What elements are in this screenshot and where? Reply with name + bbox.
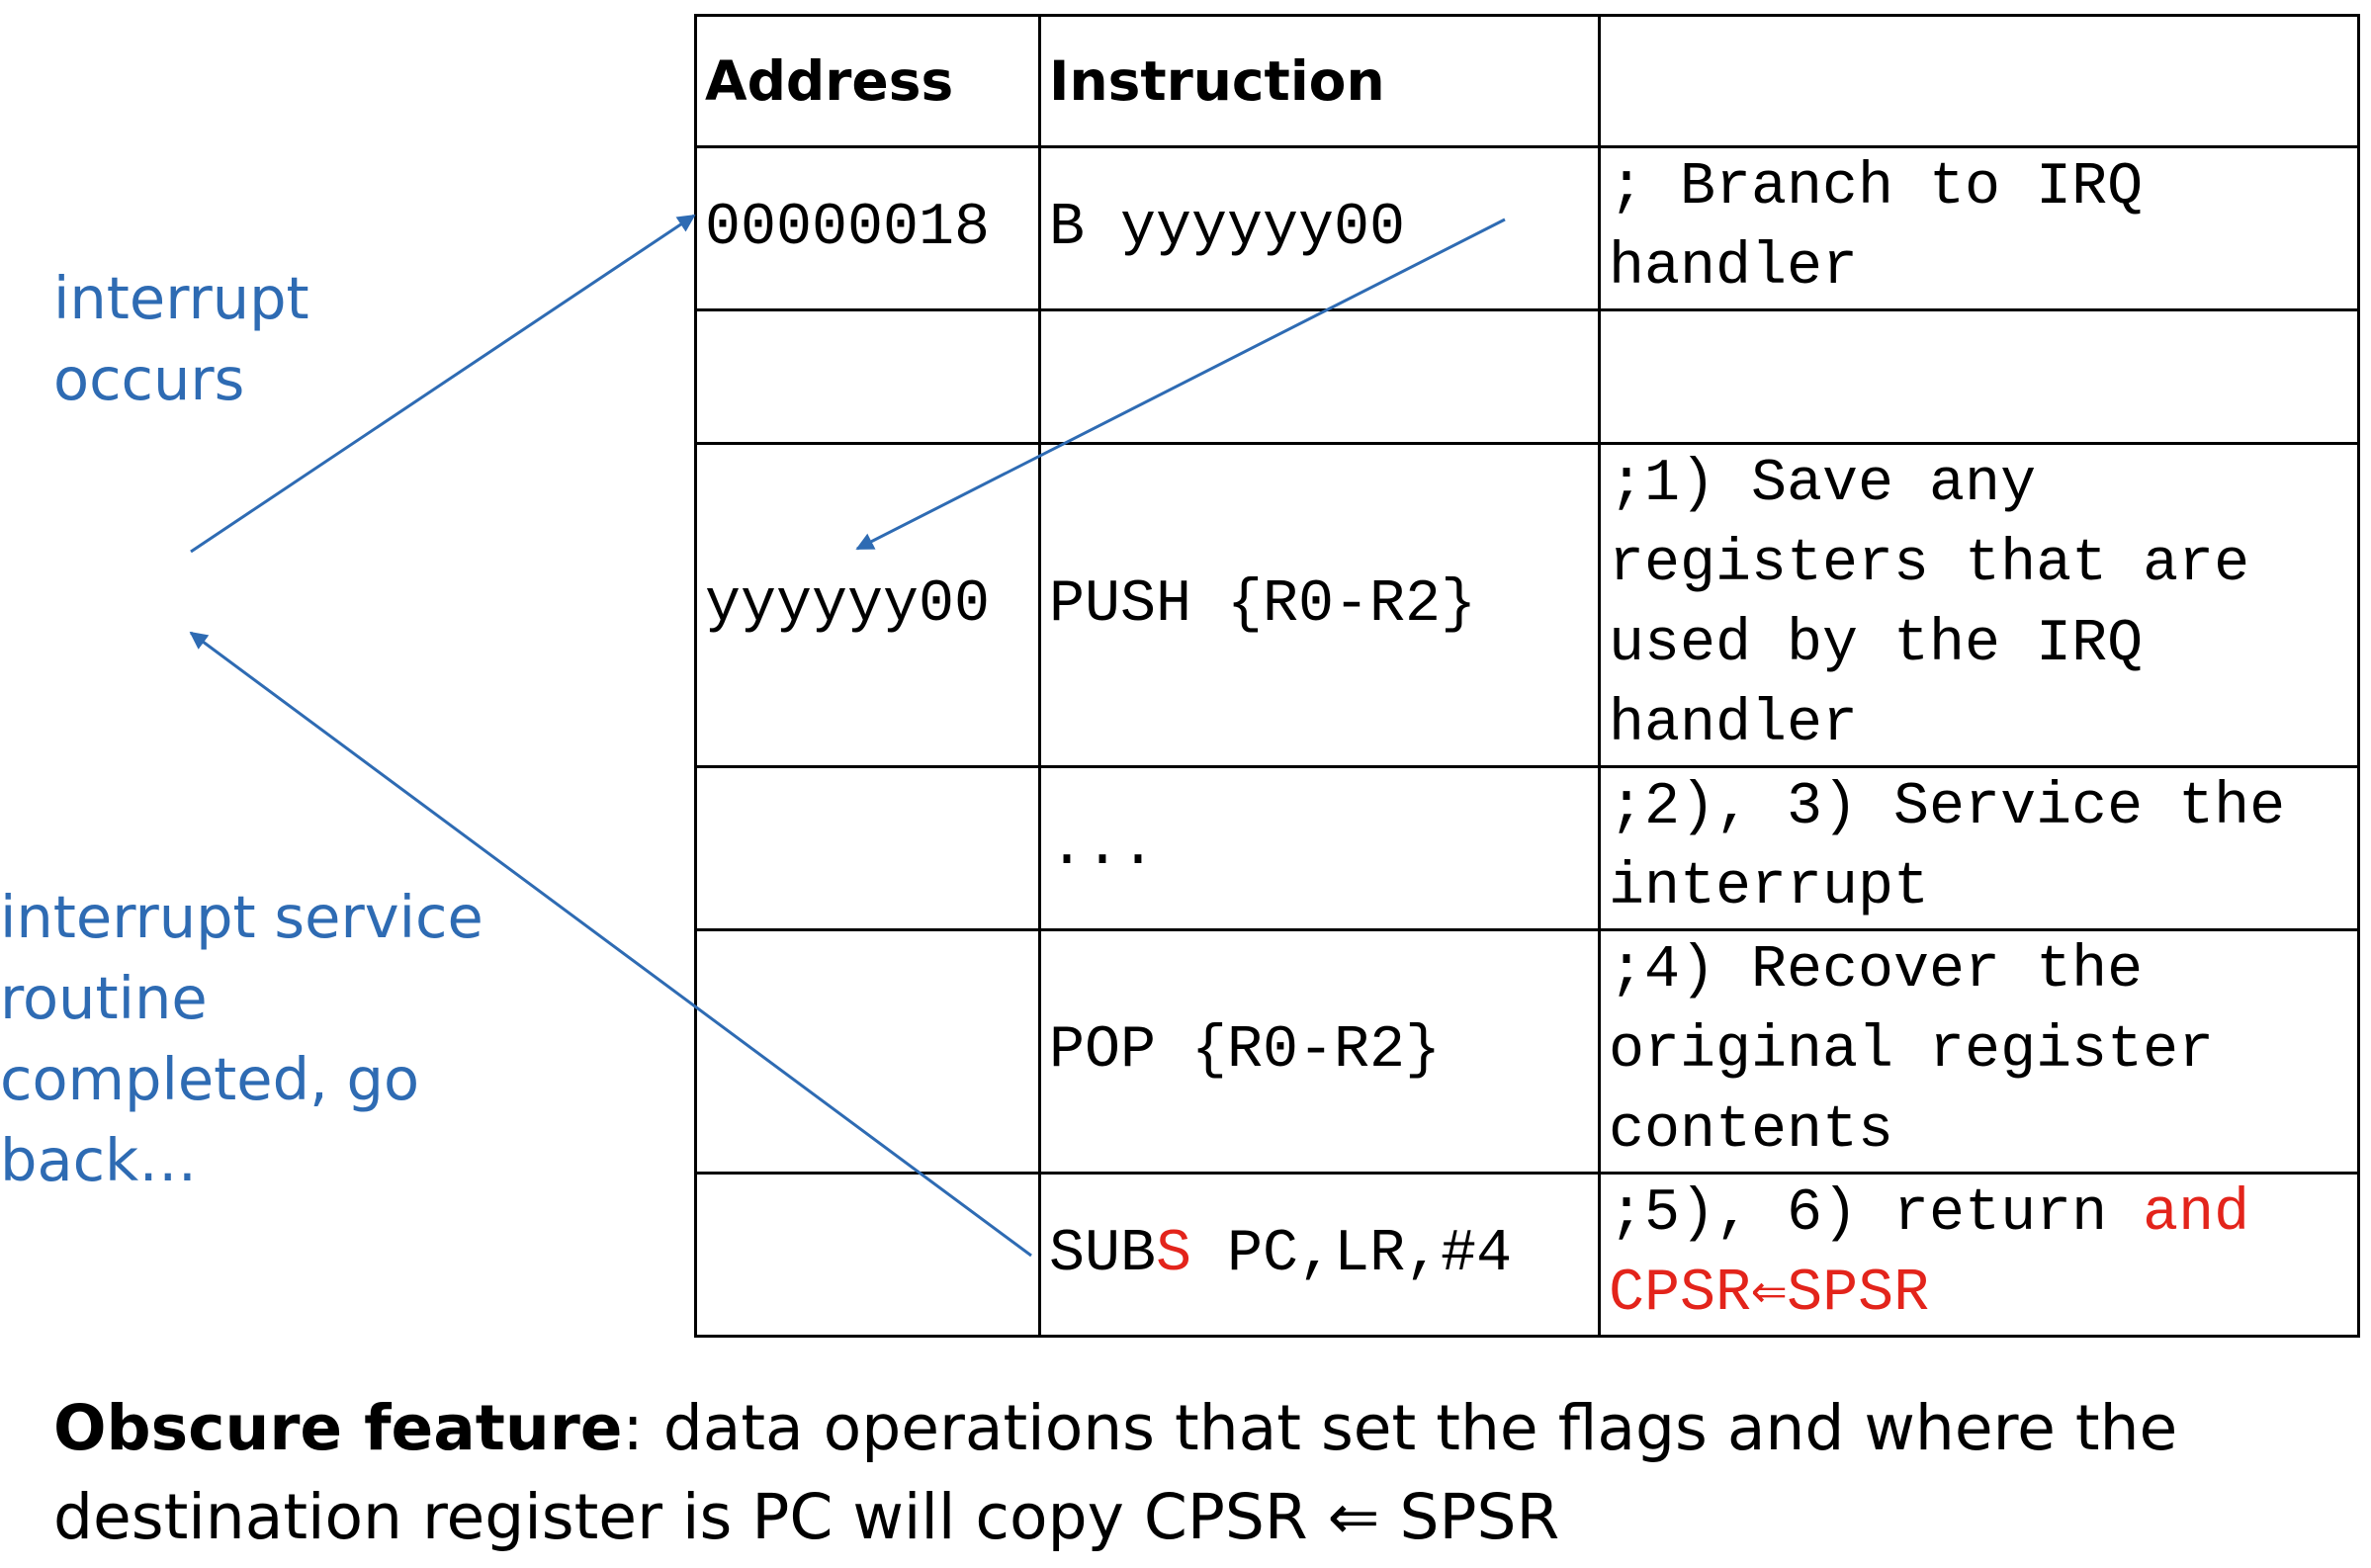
instruction-cell: PUSH {R0-R2} xyxy=(1038,442,1601,768)
footer-text: : data operations that set the flags and… xyxy=(53,1392,2178,1553)
address-header: Address xyxy=(694,14,1041,148)
comment-text: ;5), 6) return xyxy=(1609,1180,2144,1248)
address-cell: yyyyyy00 xyxy=(694,442,1041,768)
set-flags-suffix: S xyxy=(1156,1220,1192,1288)
table-header-row: Address Instruction xyxy=(694,14,2360,148)
instruction-cell: POP {R0-R2} xyxy=(1038,928,1601,1175)
address-cell xyxy=(694,928,1041,1175)
footer-bold: Obscure feature xyxy=(53,1392,623,1464)
isr-completed-label: interrupt service routine completed, go … xyxy=(0,883,483,1194)
instruction-cell: B yyyyyy00 xyxy=(1038,145,1601,311)
address-cell: 00000018 xyxy=(694,145,1041,311)
table-row: SUBS PC,LR,#4 ;5), 6) return and CPSR⇐SP… xyxy=(694,1172,2360,1338)
footer-note: Obscure feature: data operations that se… xyxy=(53,1384,2327,1562)
comment-cell xyxy=(1598,308,2360,445)
address-cell xyxy=(694,1172,1041,1338)
address-cell xyxy=(694,308,1041,445)
table-row xyxy=(694,308,2360,445)
instruction-cell: ... xyxy=(1038,765,1601,931)
table-row: POP {R0-R2} ;4) Recover the original reg… xyxy=(694,928,2360,1175)
table-row: ... ;2), 3) Service the interrupt xyxy=(694,765,2360,931)
interrupt-occurs-label: interrupt occurs xyxy=(53,264,309,413)
instruction-cell xyxy=(1038,308,1601,445)
table-row: 00000018 B yyyyyy00 ; Branch to IRQ hand… xyxy=(694,145,2360,311)
address-cell xyxy=(694,765,1041,931)
instruction-text: SUB xyxy=(1049,1220,1157,1288)
instruction-cell: SUBS PC,LR,#4 xyxy=(1038,1172,1601,1338)
table-row: yyyyyy00 PUSH {R0-R2} ;1) Save any regis… xyxy=(694,442,2360,768)
instruction-operands: PC,LR,#4 xyxy=(1191,1220,1513,1288)
comment-cell: ;1) Save any registers that are used by … xyxy=(1598,442,2360,768)
comment-cell: ;5), 6) return and CPSR⇐SPSR xyxy=(1598,1172,2360,1338)
instruction-table: Address Instruction 00000018 B yyyyyy00 … xyxy=(694,14,2360,1338)
comment-header xyxy=(1598,14,2360,148)
comment-cell: ; Branch to IRQ handler xyxy=(1598,145,2360,311)
instruction-header: Instruction xyxy=(1038,14,1601,148)
comment-cell: ;2), 3) Service the interrupt xyxy=(1598,765,2360,931)
comment-cell: ;4) Recover the original register conten… xyxy=(1598,928,2360,1175)
cpsr-restore-note: and CPSR⇐SPSR xyxy=(1609,1180,2286,1328)
